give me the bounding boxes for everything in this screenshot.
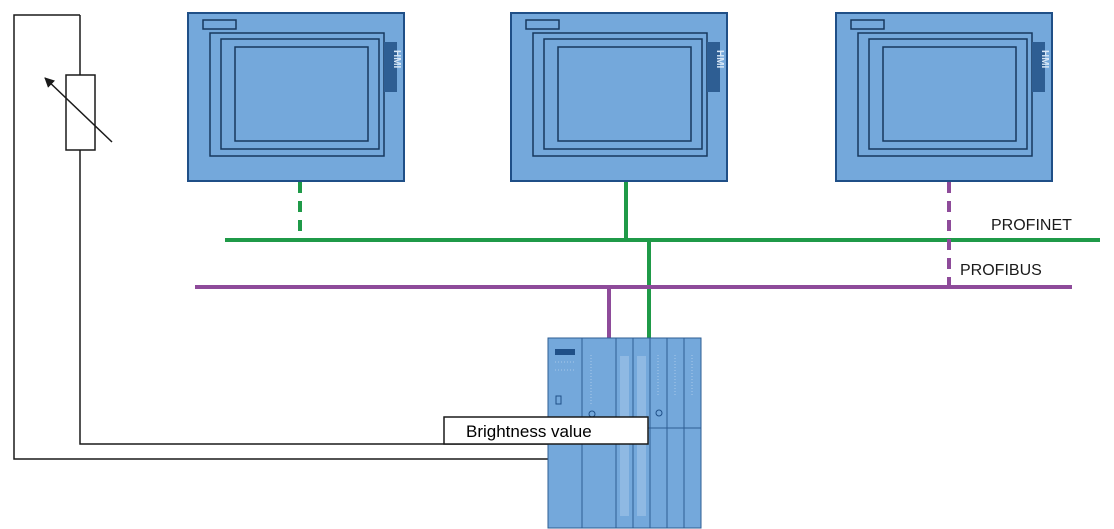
- sensor-wiring: [13, 14, 548, 460]
- hmi-panel-1: HMI: [187, 12, 405, 182]
- brightness-value-label: Brightness value: [443, 416, 649, 445]
- profinet-network: PROFINET: [225, 182, 1100, 340]
- hmi-3-brand-icon: HMI: [1039, 50, 1050, 69]
- hmi-1-brand-icon: HMI: [391, 50, 402, 69]
- inner-wire: [79, 150, 548, 445]
- plc-io-module-3: [666, 337, 685, 529]
- plc-io-module-4: [683, 337, 702, 529]
- brightness-value-text: Brightness value: [466, 422, 592, 441]
- profibus-network: PROFIBUS: [195, 182, 1072, 340]
- outer-wire: [13, 14, 548, 460]
- resistor-adjust-arrow: [44, 77, 113, 143]
- plc-comm-module: [649, 337, 668, 529]
- hmi-panel-3: HMI: [835, 12, 1053, 182]
- profibus-label: PROFIBUS: [960, 262, 1042, 279]
- variable-resistor-icon: [44, 74, 113, 151]
- hmi-2-brand-icon: HMI: [714, 50, 725, 69]
- hmi-panel-2: HMI: [510, 12, 728, 182]
- profinet-label: PROFINET: [991, 217, 1072, 234]
